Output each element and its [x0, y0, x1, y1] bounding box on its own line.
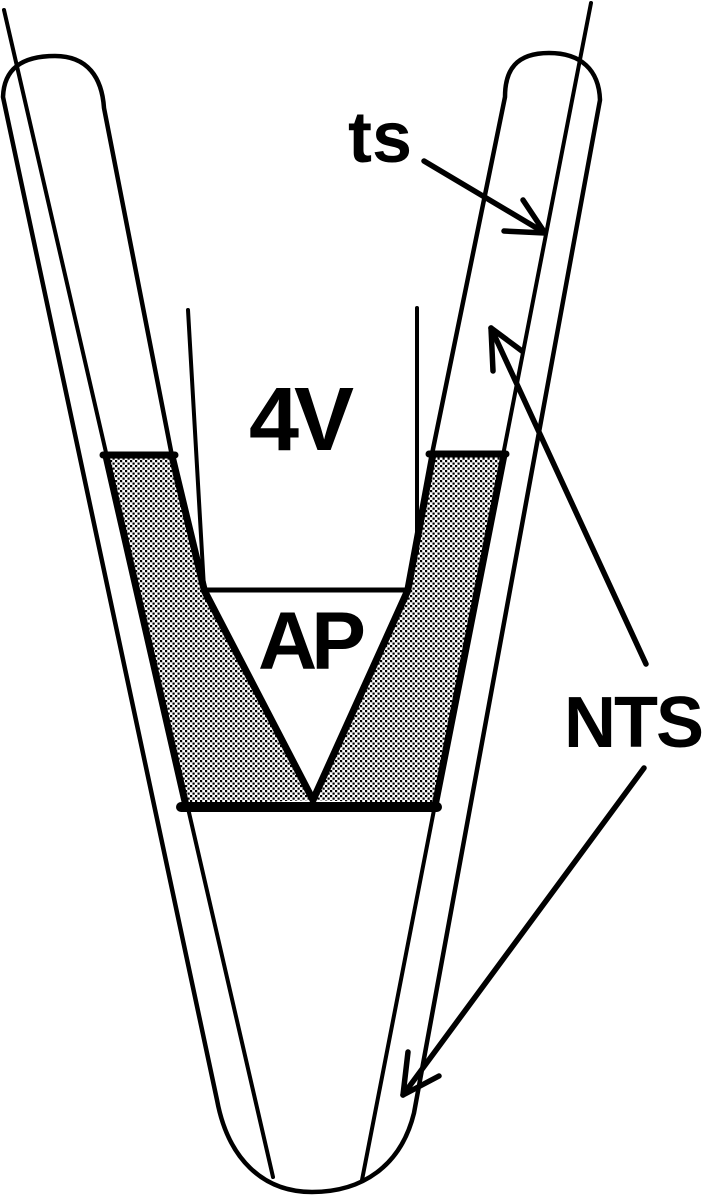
right-arm-medial-border [404, 450, 437, 593]
solitary-tract-line-right [360, 1, 593, 1182]
nts-upper-arrow [488, 325, 649, 667]
nts-lower-arrow [400, 765, 647, 1098]
fourth-ventricle-left-wall [186, 308, 206, 590]
nts-lower-arrow-shaft [400, 765, 647, 1098]
nts-shaded-right-arm [313, 456, 504, 805]
left-arm-medial-border [168, 452, 208, 593]
nts-lower-arrowhead-icon [400, 1049, 442, 1098]
nts-upper-arrowhead-icon [488, 325, 525, 374]
ap-triangle-right-side [309, 586, 412, 804]
ap-triangle-left-side [200, 586, 317, 804]
nts-upper-arrow-shaft [488, 325, 649, 667]
area-postrema-label: AP [258, 596, 363, 687]
ts-arrow [421, 158, 548, 236]
ts-label: ts [348, 98, 412, 178]
nts-shaded-left-arm [106, 457, 313, 805]
nts-column-outline [0, 50, 603, 1195]
fourth-ventricle-label: 4V [249, 370, 354, 470]
solitary-tract-line-left [2, 8, 275, 1179]
nts-label: NTS [564, 683, 702, 763]
ts-arrowhead-icon [501, 197, 548, 236]
ts-arrow-shaft [421, 158, 548, 236]
